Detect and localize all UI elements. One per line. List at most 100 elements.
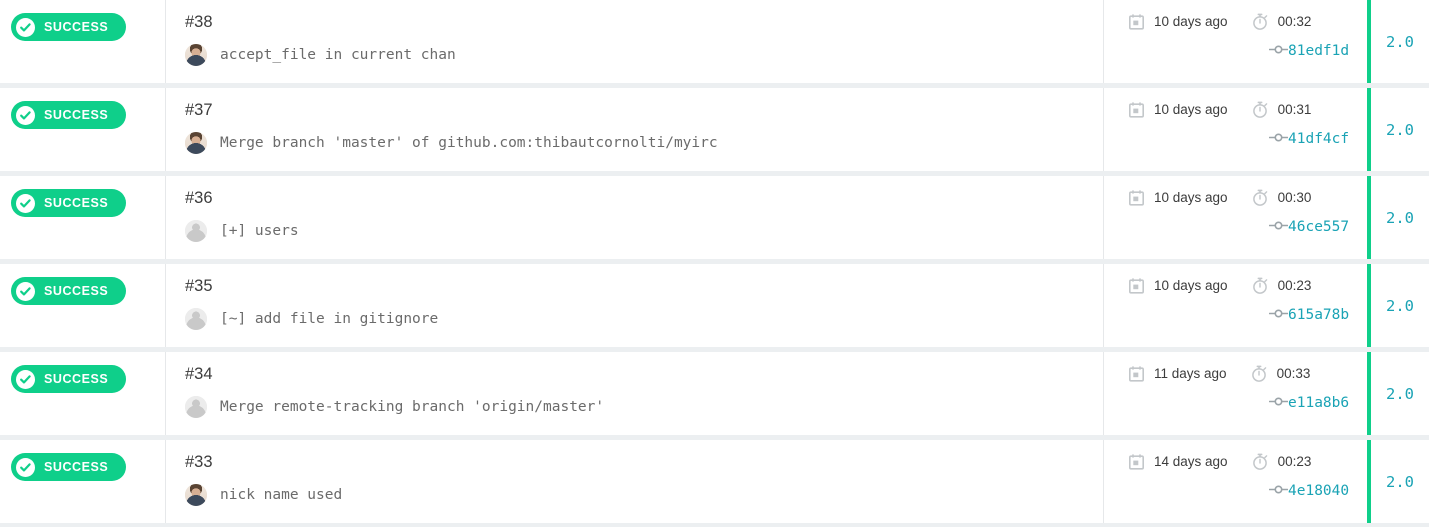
build-version-cell: 2.0 <box>1367 440 1429 523</box>
status-badge[interactable]: SUCCESS <box>11 101 127 129</box>
calendar-icon <box>1128 277 1145 294</box>
commit-hash[interactable]: 41df4cf <box>1288 131 1350 147</box>
git-commit-icon <box>1268 482 1289 500</box>
stopwatch-icon <box>1252 101 1269 118</box>
build-row[interactable]: SUCCESS #37 Merge branch 'master' of git… <box>0 88 1429 171</box>
commit-hash[interactable]: 46ce557 <box>1288 219 1350 235</box>
check-circle-icon <box>16 105 35 125</box>
build-date: 10 days ago <box>1128 101 1228 118</box>
build-status-cell: SUCCESS <box>0 264 166 347</box>
build-duration-text: 00:23 <box>1277 454 1312 469</box>
build-date-text: 14 days ago <box>1154 454 1228 469</box>
git-commit-icon <box>1268 306 1289 324</box>
build-date: 10 days ago <box>1128 13 1228 30</box>
stopwatch-icon <box>1252 13 1269 30</box>
build-duration-text: 00:32 <box>1277 14 1312 29</box>
build-version: 2.0 <box>1386 32 1414 51</box>
build-status-cell: SUCCESS <box>0 0 166 83</box>
build-date-text: 10 days ago <box>1154 14 1228 29</box>
build-status-cell: SUCCESS <box>0 88 166 171</box>
avatar <box>185 396 207 418</box>
meta-top-row: 11 days ago 00:33 <box>1128 365 1367 382</box>
calendar-icon <box>1128 101 1145 118</box>
build-row[interactable]: SUCCESS #38 accept_file in current chan … <box>0 0 1429 83</box>
commit-hash[interactable]: 4e18040 <box>1288 483 1350 499</box>
commit-hash[interactable]: 615a78b <box>1288 307 1350 323</box>
meta-bottom-row: 81edf1d <box>1128 42 1367 60</box>
commit-message: Merge branch 'master' of github.com:thib… <box>220 135 718 151</box>
build-row[interactable]: SUCCESS #33 nick name used 14 days ago 0 <box>0 440 1429 523</box>
build-date-text: 11 days ago <box>1154 366 1227 381</box>
build-version: 2.0 <box>1386 384 1414 403</box>
avatar <box>185 44 207 66</box>
status-badge[interactable]: SUCCESS <box>11 189 127 217</box>
meta-top-row: 10 days ago 00:23 <box>1128 277 1367 294</box>
build-meta-cell: 11 days ago 00:33 e11a8b6 <box>1104 352 1367 435</box>
commit-line: accept_file in current chan <box>185 44 1103 66</box>
commit-hash[interactable]: e11a8b6 <box>1288 395 1350 411</box>
build-version: 2.0 <box>1386 296 1414 315</box>
build-row[interactable]: SUCCESS #34 Merge remote-tracking branch… <box>0 352 1429 435</box>
build-date-text: 10 days ago <box>1154 190 1228 205</box>
build-info-cell: #33 nick name used <box>166 440 1104 523</box>
build-meta-cell: 10 days ago 00:30 46ce557 <box>1104 176 1367 259</box>
build-row[interactable]: SUCCESS #36 [+] users 10 days ago 00:30 <box>0 176 1429 259</box>
commit-line: [+] users <box>185 220 1103 242</box>
commit-message: [+] users <box>220 223 299 239</box>
build-date-text: 10 days ago <box>1154 278 1228 293</box>
build-version-cell: 2.0 <box>1367 0 1429 83</box>
status-badge[interactable]: SUCCESS <box>11 365 127 393</box>
meta-top-row: 14 days ago 00:23 <box>1128 453 1367 470</box>
check-circle-icon <box>16 457 35 477</box>
build-number[interactable]: #36 <box>185 189 213 207</box>
build-info-cell: #36 [+] users <box>166 176 1104 259</box>
calendar-icon <box>1128 13 1145 30</box>
meta-top-row: 10 days ago 00:31 <box>1128 101 1367 118</box>
commit-message: Merge remote-tracking branch 'origin/mas… <box>220 399 605 415</box>
build-meta-cell: 10 days ago 00:23 615a78b <box>1104 264 1367 347</box>
avatar <box>185 484 207 506</box>
build-status-cell: SUCCESS <box>0 440 166 523</box>
meta-bottom-row: 4e18040 <box>1128 482 1367 500</box>
status-badge-label: SUCCESS <box>44 108 109 122</box>
meta-bottom-row: e11a8b6 <box>1128 394 1367 412</box>
build-date: 10 days ago <box>1128 277 1228 294</box>
status-badge-label: SUCCESS <box>44 20 109 34</box>
check-circle-icon <box>16 369 35 389</box>
calendar-icon <box>1128 365 1145 382</box>
build-date-text: 10 days ago <box>1154 102 1228 117</box>
calendar-icon <box>1128 453 1145 470</box>
build-version-cell: 2.0 <box>1367 352 1429 435</box>
build-number[interactable]: #37 <box>185 101 213 119</box>
stopwatch-icon <box>1252 453 1269 470</box>
avatar <box>185 220 207 242</box>
build-row[interactable]: SUCCESS #35 [~] add file in gitignore 10… <box>0 264 1429 347</box>
build-number[interactable]: #34 <box>185 365 213 383</box>
build-meta-cell: 14 days ago 00:23 4e18040 <box>1104 440 1367 523</box>
check-circle-icon <box>16 193 35 213</box>
avatar <box>185 132 207 154</box>
stopwatch-icon <box>1252 189 1269 206</box>
build-number[interactable]: #35 <box>185 277 213 295</box>
commit-line: Merge branch 'master' of github.com:thib… <box>185 132 1103 154</box>
build-version-cell: 2.0 <box>1367 88 1429 171</box>
build-info-cell: #34 Merge remote-tracking branch 'origin… <box>166 352 1104 435</box>
build-duration: 00:33 <box>1251 365 1310 382</box>
build-duration: 00:23 <box>1252 277 1311 294</box>
commit-hash[interactable]: 81edf1d <box>1288 43 1350 59</box>
build-number[interactable]: #38 <box>185 13 213 31</box>
build-version-cell: 2.0 <box>1367 176 1429 259</box>
build-number[interactable]: #33 <box>185 453 213 471</box>
build-duration: 00:30 <box>1252 189 1311 206</box>
status-badge[interactable]: SUCCESS <box>11 13 127 41</box>
build-info-cell: #37 Merge branch 'master' of github.com:… <box>166 88 1104 171</box>
commit-message: nick name used <box>220 487 343 503</box>
status-badge[interactable]: SUCCESS <box>11 277 127 305</box>
check-circle-icon <box>16 17 35 37</box>
build-duration: 00:31 <box>1252 101 1312 118</box>
git-commit-icon <box>1268 394 1289 412</box>
build-duration-text: 00:31 <box>1277 102 1312 117</box>
stopwatch-icon <box>1251 365 1268 382</box>
status-badge[interactable]: SUCCESS <box>11 453 127 481</box>
